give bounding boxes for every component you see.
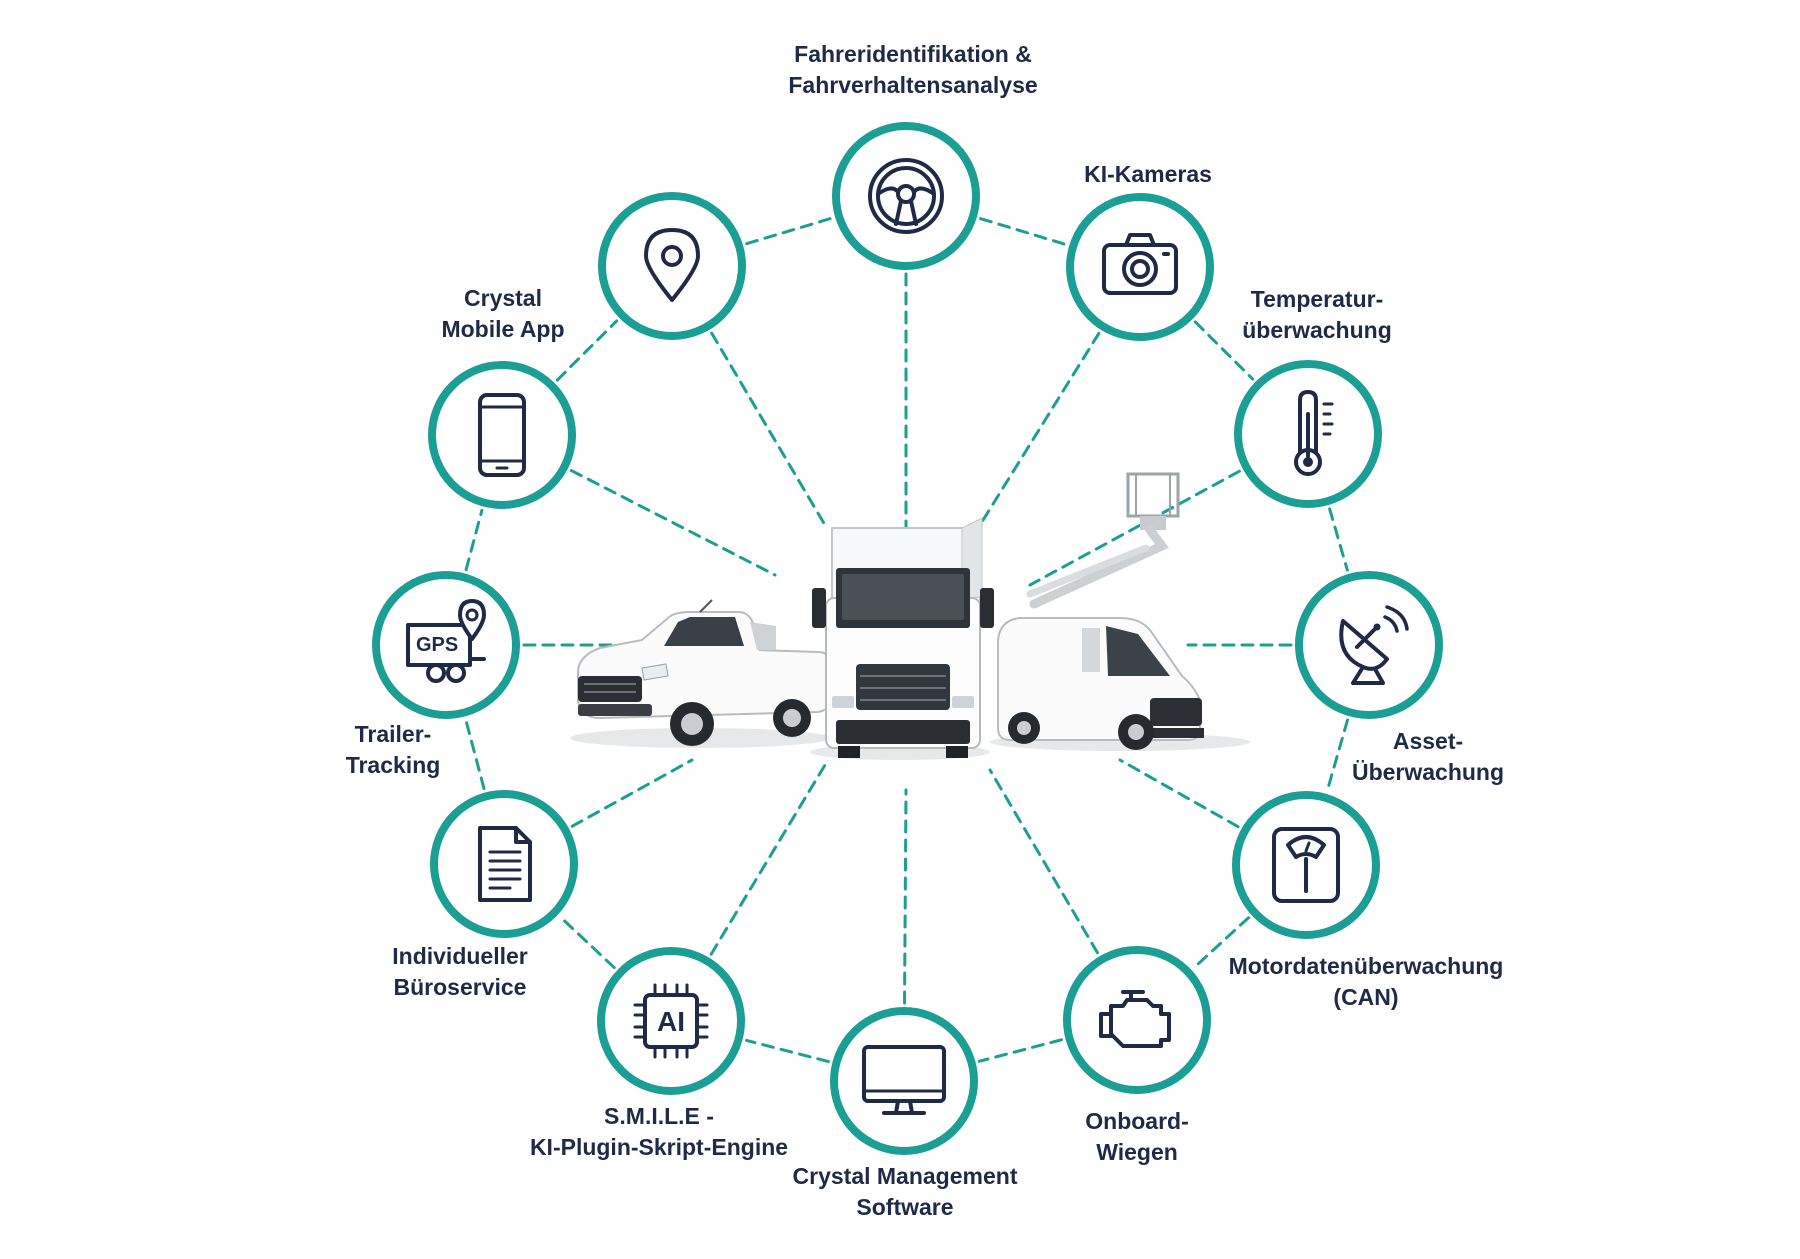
ai-chip-icon: AI (633, 983, 709, 1059)
label-line: KI-Plugin-Skript-Engine (529, 1134, 789, 1160)
smartphone-icon (478, 393, 526, 477)
node-asset (1295, 571, 1443, 719)
label-line: Tracking (345, 752, 441, 778)
label-cameras: KI-Kameras (1084, 159, 1212, 190)
label-line: Asset- (1392, 728, 1464, 754)
label-line: Wiegen (1096, 1139, 1178, 1165)
label-line: Software (856, 1194, 954, 1220)
monitor-icon (862, 1045, 946, 1115)
van-with-aerial-platform-image (990, 472, 1250, 751)
node-mobile (428, 361, 576, 509)
node-office (430, 790, 578, 938)
feature-nodes: AI GPS (372, 122, 1443, 1155)
spoke-connector-office (570, 758, 694, 828)
ring-connector (745, 216, 833, 246)
pickup-truck-image (570, 599, 831, 748)
spoke-connector-mobile (569, 469, 777, 577)
ai-chip-text: AI (657, 1006, 685, 1037)
ring-connector (464, 508, 484, 572)
camera-icon (1102, 233, 1178, 295)
label-line: KI-Kameras (1084, 161, 1212, 187)
ring-connector (1193, 320, 1255, 381)
gps-trailer-icon: GPS (406, 599, 486, 683)
ring-connector (977, 1038, 1064, 1063)
ring-connector (979, 217, 1067, 246)
ring-connector (1192, 916, 1251, 969)
node-location (598, 192, 746, 340)
label-engine: Onboard- Wiegen (1085, 1106, 1189, 1168)
spoke-connector-location (710, 331, 827, 527)
label-line: Fahreridentifikation & (794, 41, 1032, 67)
label-line: überwachung (1242, 317, 1392, 343)
label-line: Mobile App (441, 316, 565, 342)
spoke-connector-smile (709, 763, 827, 956)
label-driver: Fahreridentifikation & Fahrverhaltensanal… (788, 39, 1037, 101)
label-line: Crystal Management (792, 1163, 1018, 1189)
label-line: Temperatur- (1250, 286, 1384, 312)
ring-connector (464, 718, 486, 791)
label-line: (CAN) (1333, 984, 1399, 1010)
label-smile: S.M.I.L.E - KI-Plugin-Skript-Engine (530, 1101, 788, 1163)
spoke-connector-cameras (978, 331, 1101, 527)
spoke-connector-software (903, 788, 908, 1005)
spoke-connector-weighing (1118, 758, 1240, 829)
label-line: Fahrverhaltensanalyse (788, 72, 1038, 98)
node-trailer: GPS (372, 571, 520, 719)
satellite-dish-icon (1339, 605, 1409, 685)
weighing-scale-icon (1272, 827, 1340, 903)
thermometer-icon (1294, 390, 1334, 476)
label-line: Onboard- (1085, 1108, 1189, 1134)
label-line: Crystal (464, 285, 542, 311)
node-engine (1063, 946, 1211, 1094)
vehicle-group (570, 472, 1250, 760)
ring-connector (555, 319, 619, 382)
location-pin-icon (644, 228, 700, 302)
label-line: Büroservice (393, 974, 527, 1000)
node-software (830, 1007, 978, 1155)
ring-connector (1328, 507, 1349, 572)
label-line: Individueller (392, 943, 528, 969)
label-line: Trailer- (354, 721, 432, 747)
label-line: S.M.I.L.E - (604, 1103, 714, 1129)
spoke-connector-temperature (1028, 469, 1241, 587)
steering-wheel-icon (868, 158, 944, 234)
label-line: Motordatenüberwachung (1228, 953, 1504, 979)
node-smile: AI (597, 947, 745, 1095)
label-line: Überwachung (1351, 759, 1505, 785)
ring-connector (1325, 718, 1350, 792)
node-driver (832, 122, 980, 270)
engine-icon (1099, 990, 1171, 1048)
label-asset: Asset- Überwachung (1352, 726, 1504, 788)
node-cameras (1066, 193, 1214, 341)
label-temperature: Temperatur-überwachung (1242, 284, 1392, 346)
document-icon (478, 826, 532, 902)
spoke-connector-engine (988, 768, 1099, 955)
ring-connector (559, 915, 616, 970)
ring-connector (745, 1038, 830, 1064)
gps-text: GPS (416, 634, 458, 656)
label-trailer: Trailer- Tracking (346, 719, 441, 781)
node-weighing (1232, 791, 1380, 939)
node-temperature (1234, 360, 1382, 508)
box-truck-image (810, 517, 994, 760)
label-weighing: Motordatenüberwachung (CAN) (1229, 951, 1504, 1013)
